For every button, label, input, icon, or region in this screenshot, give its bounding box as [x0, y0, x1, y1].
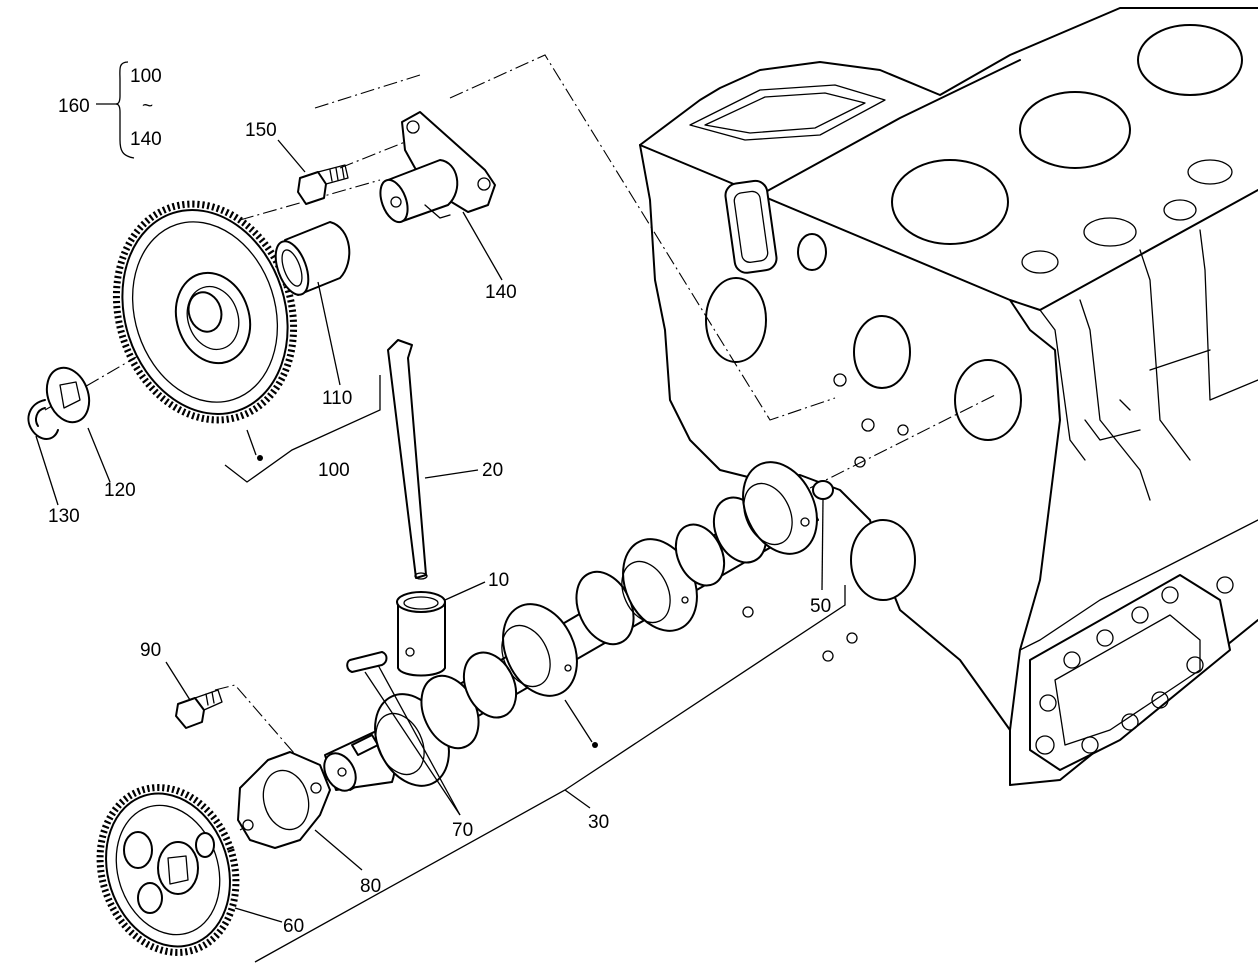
thrust-washer	[45, 366, 91, 424]
bolt-150	[297, 164, 349, 205]
snap-ring	[27, 399, 59, 440]
label-20: 20	[482, 460, 503, 481]
ref-dot	[257, 455, 263, 461]
label-60: 60	[283, 916, 304, 937]
bolt-90	[175, 689, 223, 729]
label-140-range-end: 140	[130, 129, 162, 150]
label-90: 90	[140, 640, 161, 661]
tappet	[396, 591, 446, 677]
leader-lines	[35, 61, 846, 963]
idler-shaft-bracket	[379, 111, 496, 224]
label-160: 160	[58, 96, 90, 117]
label-80: 80	[360, 876, 381, 897]
idler-bushing	[274, 221, 351, 296]
camshaft	[323, 461, 819, 792]
idler-gear	[112, 200, 298, 424]
label-30: 30	[588, 812, 609, 833]
label-110: 110	[322, 388, 352, 409]
push-rod	[387, 339, 428, 580]
label-120: 120	[104, 480, 136, 501]
label-50: 50	[810, 596, 831, 617]
label-range-tilde: ~	[142, 96, 153, 117]
ref-dot	[592, 742, 598, 748]
label-70: 70	[452, 820, 473, 841]
label-130: 130	[48, 506, 80, 527]
label-150: 150	[245, 120, 277, 141]
thrust-plate	[237, 751, 331, 849]
label-140: 140	[485, 282, 517, 303]
label-100-range-start: 100	[130, 66, 162, 87]
woodruff-key	[346, 651, 388, 673]
part-labels: 160 100 ~ 140 150 140 110 100 120 130 20…	[48, 66, 831, 937]
engine-block	[639, 7, 1258, 786]
plug	[812, 480, 834, 500]
cam-gear	[96, 784, 240, 956]
label-10: 10	[488, 570, 509, 591]
label-100: 100	[318, 460, 350, 481]
